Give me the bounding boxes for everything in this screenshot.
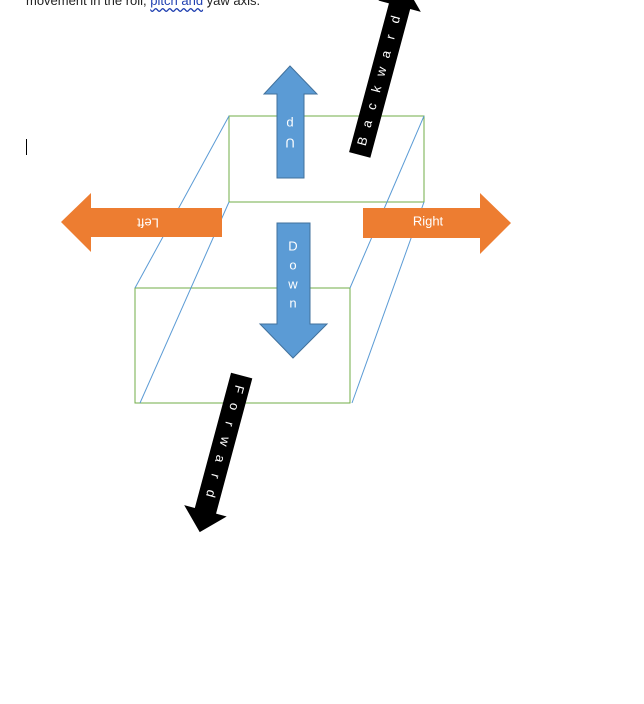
left-arrow-label: Left <box>137 216 159 231</box>
backward-arrow-letter-2: a <box>359 118 376 130</box>
right-arrow-label: Right <box>413 213 444 228</box>
backward-arrow: B a c k w a r d <box>349 0 421 158</box>
backward-arrow-letter-1: B <box>354 135 371 147</box>
forward-arrow-letter-7: d <box>203 488 219 499</box>
spellcheck-underlined-text: pitch and <box>150 0 204 8</box>
forward-arrow-letter-4: w <box>216 434 233 449</box>
down-arrow-letter-3: w <box>287 276 298 291</box>
document-text-start: movement in the roll, <box>26 0 151 8</box>
left-arrow: Left <box>61 193 222 252</box>
down-arrow: D o w n <box>258 222 329 359</box>
forward-arrow-letter-6: r <box>208 472 224 481</box>
forward-arrow-letter-1: F <box>231 384 248 396</box>
right-arrow: Right <box>363 193 511 254</box>
up-arrow-letter-1: U <box>285 136 294 151</box>
cube-edge-top-right <box>349 115 425 289</box>
backward-arrow-shape <box>349 0 421 158</box>
up-arrow-label: U p <box>285 117 294 151</box>
text-cursor <box>26 139 27 155</box>
forward-arrow-label: F o r w a r d <box>203 384 247 500</box>
back-face <box>228 115 425 203</box>
right-arrow-shape <box>363 193 511 254</box>
up-arrow: U p <box>262 65 319 179</box>
document-text-line: movement in the roll, pitch and yaw axis… <box>26 0 260 8</box>
backward-arrow-letter-7: r <box>382 32 398 41</box>
forward-arrow-shape <box>184 372 253 533</box>
cube-edge-top-left <box>134 115 230 289</box>
left-arrow-shape <box>61 193 222 252</box>
forward-arrow-letter-2: o <box>226 401 242 412</box>
backward-arrow-letter-3: c <box>364 101 380 112</box>
backward-arrow-letter-8: d <box>387 14 403 25</box>
forward-arrow-letter-3: r <box>222 420 238 429</box>
down-arrow-letter-1: D <box>288 238 297 253</box>
document-text-end: yaw axis. <box>203 0 261 8</box>
forward-arrow-letter-5: a <box>212 453 229 465</box>
down-arrow-letter-4: n <box>289 295 296 310</box>
up-arrow-shape <box>262 65 319 179</box>
backward-arrow-label: B a c k w a r d <box>354 14 403 147</box>
down-arrow-shape <box>258 222 329 359</box>
backward-arrow-letter-4: k <box>368 83 384 94</box>
down-arrow-letter-2: o <box>289 257 296 272</box>
forward-arrow: F o r w a r d <box>184 372 253 533</box>
backward-arrow-letter-6: a <box>377 48 394 60</box>
up-arrow-letter-2: p <box>286 117 293 132</box>
backward-arrow-letter-5: w <box>372 65 389 80</box>
